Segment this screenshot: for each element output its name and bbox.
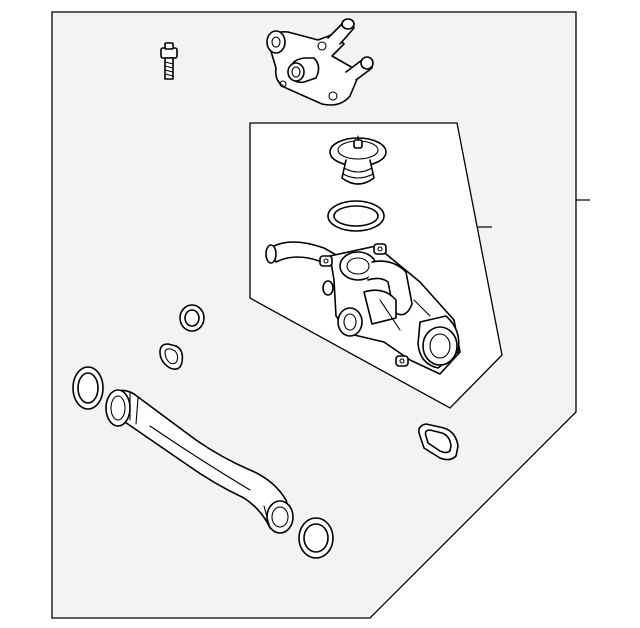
bolt-icon — [160, 42, 178, 80]
gasket-icon — [418, 423, 459, 461]
o-ring-icon — [327, 200, 385, 232]
thermostat-icon — [329, 135, 387, 185]
housing-cover-icon — [266, 18, 374, 106]
gasket-icon — [298, 517, 334, 559]
seal-icon — [159, 343, 184, 370]
coolant-housing-icon — [265, 241, 461, 375]
gasket-icon — [72, 366, 104, 410]
o-ring-icon — [179, 304, 205, 332]
pipe-icon — [105, 389, 294, 534]
